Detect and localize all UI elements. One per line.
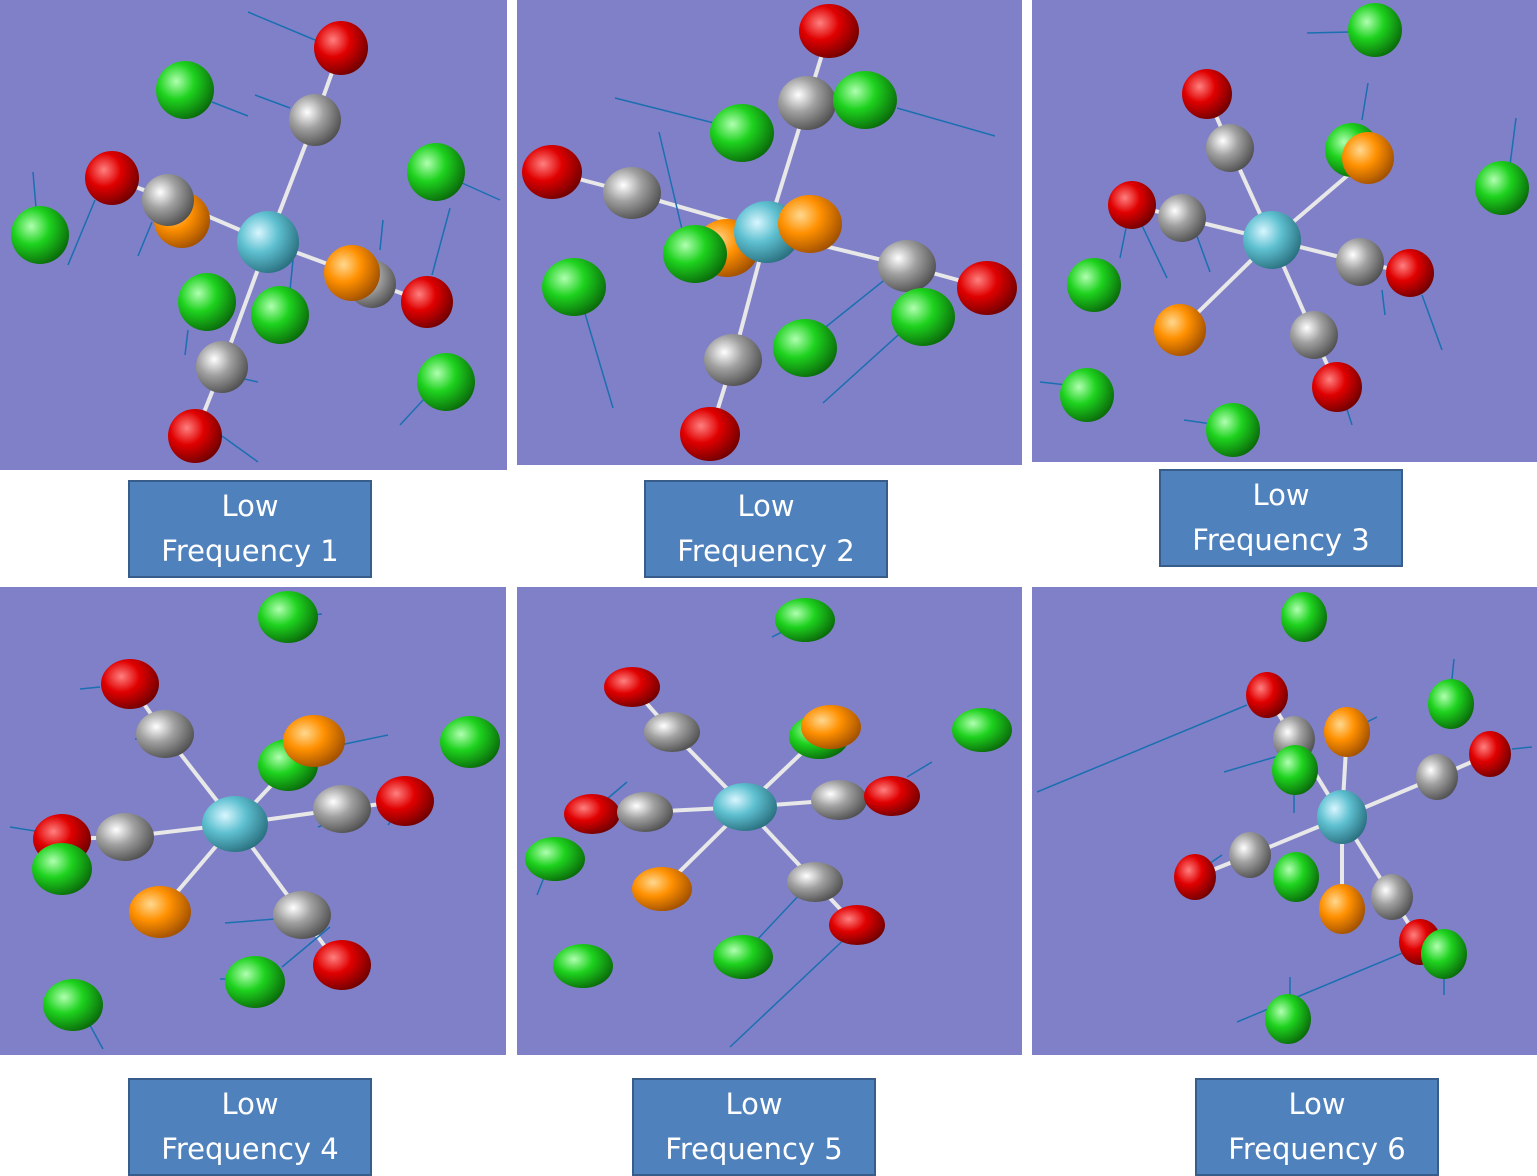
molecule-panel-4	[0, 587, 506, 1055]
label-line-2: Frequency 2	[677, 534, 855, 568]
molecule-panel-1	[0, 0, 507, 470]
atoms	[1174, 592, 1511, 1044]
atoms	[522, 4, 1017, 461]
atoms	[11, 21, 475, 463]
molecule-diagram-2	[522, 4, 1017, 461]
label-line-1: Low	[221, 1087, 279, 1121]
molecule-diagram-1	[11, 11, 501, 463]
molecule-diagram-3	[1039, 3, 1529, 457]
molecule-diagram-4	[9, 591, 500, 1050]
atoms	[1060, 3, 1529, 457]
frequency-label-4: Low Frequency 4	[128, 1078, 372, 1176]
label-line-2: Frequency 5	[665, 1132, 843, 1166]
molecule-diagram-6	[1036, 592, 1533, 1044]
molecule-diagram-5	[525, 598, 1012, 1048]
frequency-label-3: Low Frequency 3	[1159, 469, 1403, 567]
displacement-vectors	[32, 11, 501, 463]
molecule-panel-5	[517, 587, 1022, 1055]
molecule-panel-3	[1032, 0, 1537, 462]
label-line-1: Low	[221, 489, 279, 523]
molecule-panel-2	[517, 0, 1022, 465]
label-line-2: Frequency 6	[1228, 1132, 1406, 1166]
frequency-label-2: Low Frequency 2	[644, 480, 888, 578]
label-line-1: Low	[1252, 478, 1310, 512]
label-line-1: Low	[1288, 1087, 1346, 1121]
molecule-panel-6	[1032, 587, 1537, 1055]
displacement-vectors	[536, 621, 996, 1048]
atoms	[525, 598, 1012, 988]
frequency-label-1: Low Frequency 1	[128, 480, 372, 578]
label-line-1: Low	[737, 489, 795, 523]
label-line-2: Frequency 4	[161, 1132, 339, 1166]
frequency-label-6: Low Frequency 6	[1195, 1078, 1439, 1176]
frequency-label-5: Low Frequency 5	[632, 1078, 876, 1176]
label-line-1: Low	[725, 1087, 783, 1121]
label-line-2: Frequency 3	[1192, 523, 1370, 557]
label-line-2: Frequency 1	[161, 534, 339, 568]
atoms	[32, 591, 500, 1031]
